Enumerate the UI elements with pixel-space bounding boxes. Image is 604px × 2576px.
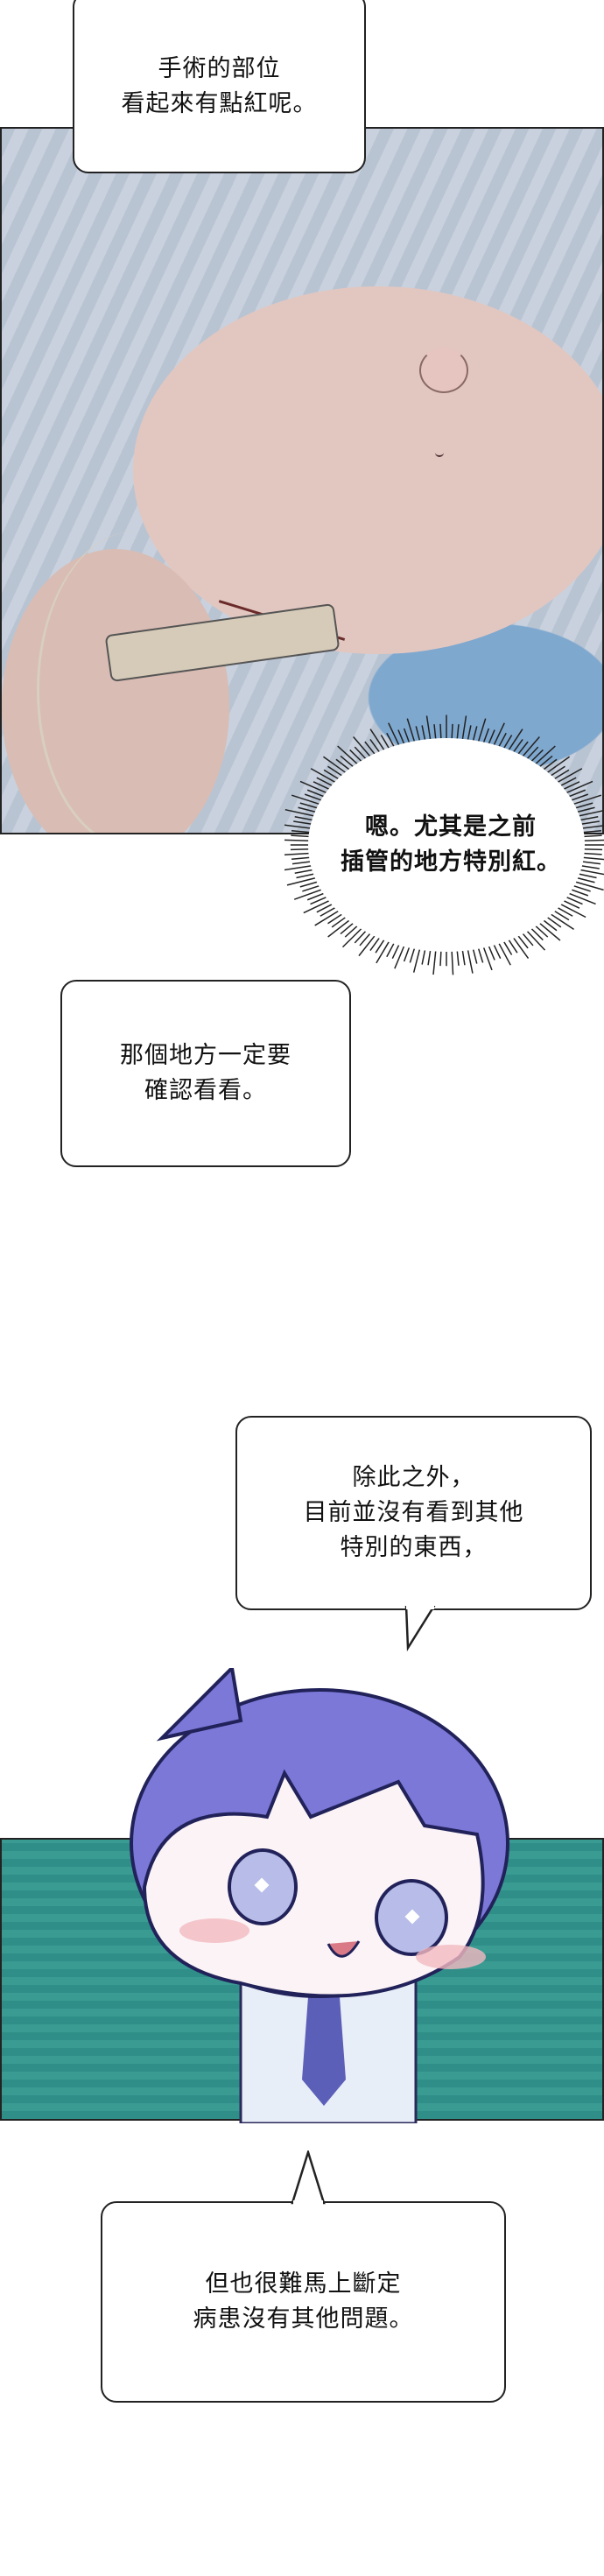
bubble-text-line: 除此之外， — [352, 1464, 475, 1491]
burst-spike — [412, 946, 422, 973]
speech-bubble-4: 除此之外， 目前並沒有看到其他 特別的東西， — [235, 1416, 592, 1610]
burst-spike — [510, 934, 530, 959]
bubble-tail — [291, 2150, 326, 2205]
burst-spike — [519, 736, 540, 760]
bubble-text-line: 但也很難馬上斷定 — [205, 2270, 402, 2298]
burst-spike — [303, 897, 334, 914]
bubble-text-line: 看起來有點紅呢。 — [121, 90, 318, 117]
burst-spike — [293, 887, 327, 900]
burst-spike — [286, 876, 320, 886]
burst-spike — [481, 944, 493, 971]
burst-spike — [369, 728, 387, 754]
bubble-tail — [404, 1606, 436, 1651]
burst-spike — [353, 736, 374, 760]
speech-bubble-3: 那個地方一定要 確認看看。 — [60, 980, 351, 1167]
burst-spike — [337, 745, 361, 768]
burst-spike — [341, 925, 365, 948]
burst-spike — [467, 947, 474, 974]
burst-spike — [506, 728, 523, 754]
burst-spike — [284, 824, 316, 830]
burst-spike — [573, 809, 604, 818]
bubble-text-line: 手術的部位 — [158, 55, 281, 82]
burst-spike — [406, 718, 417, 745]
bubble-text-line: 插管的地方特別紅。 — [341, 848, 561, 876]
burst-spike — [284, 852, 314, 856]
burst-spike — [425, 715, 432, 743]
burst-spike — [388, 722, 402, 749]
burst-spike — [571, 880, 604, 891]
burst-spike — [432, 947, 437, 975]
burst-spike — [532, 745, 556, 768]
chibi-doctor-character — [130, 1668, 509, 2123]
burst-spike — [536, 919, 561, 941]
burst-spike — [569, 794, 602, 806]
burst-spike — [451, 947, 454, 975]
burst-spike — [556, 901, 586, 918]
bubble-text-line: 病患沒有其他問題。 — [193, 2305, 414, 2333]
burst-spike — [491, 722, 505, 749]
burst-spike — [577, 825, 604, 830]
burst-spike — [553, 768, 583, 785]
bubble-text-line: 嗯。尤其是之前 — [365, 813, 537, 841]
burst-spike — [291, 794, 324, 806]
burst-spike — [564, 890, 596, 905]
burst-spike — [523, 927, 546, 951]
comic-panel-surgery-site — [0, 127, 604, 834]
nipple-drawing — [419, 348, 468, 393]
burst-spike — [394, 942, 406, 969]
burst-spike — [579, 839, 604, 842]
burst-spike — [547, 911, 574, 931]
speech-bubble-2: 嗯。尤其是之前 插管的地方特別紅。 — [302, 771, 600, 919]
starburst-bubble — [284, 714, 604, 975]
bubble-text-line: 目前並沒有看到其他 — [303, 1499, 524, 1526]
burst-spike — [314, 908, 343, 926]
burst-spike — [544, 756, 570, 776]
burst-spike — [496, 940, 511, 966]
burst-spike — [284, 808, 320, 818]
drain-tube — [37, 531, 232, 833]
burst-spike — [327, 917, 354, 938]
burst-spike — [284, 864, 317, 871]
bubble-text-line: 特別的東西， — [340, 1534, 488, 1561]
bubble-text-line: 那個地方一定要 — [120, 1042, 291, 1069]
burst-spike — [578, 856, 604, 861]
burst-spike — [376, 938, 392, 964]
burst-spike — [461, 715, 467, 743]
burst-spike — [562, 780, 593, 796]
burst-spike — [476, 718, 487, 745]
burst-body — [308, 738, 585, 952]
navel-drawing — [435, 448, 444, 457]
burst-spike — [299, 780, 331, 796]
speech-bubble-5: 但也很難馬上斷定 病患沒有其他問題。 — [101, 2201, 506, 2403]
burst-spike — [310, 768, 340, 785]
burst-spike — [358, 932, 378, 957]
speech-bubble-1: 手術的部位 看起來有點紅呢。 — [73, 0, 366, 173]
burst-spike — [284, 839, 314, 842]
bubble-text-line: 確認看看。 — [144, 1077, 267, 1104]
burst-spike — [323, 756, 349, 776]
